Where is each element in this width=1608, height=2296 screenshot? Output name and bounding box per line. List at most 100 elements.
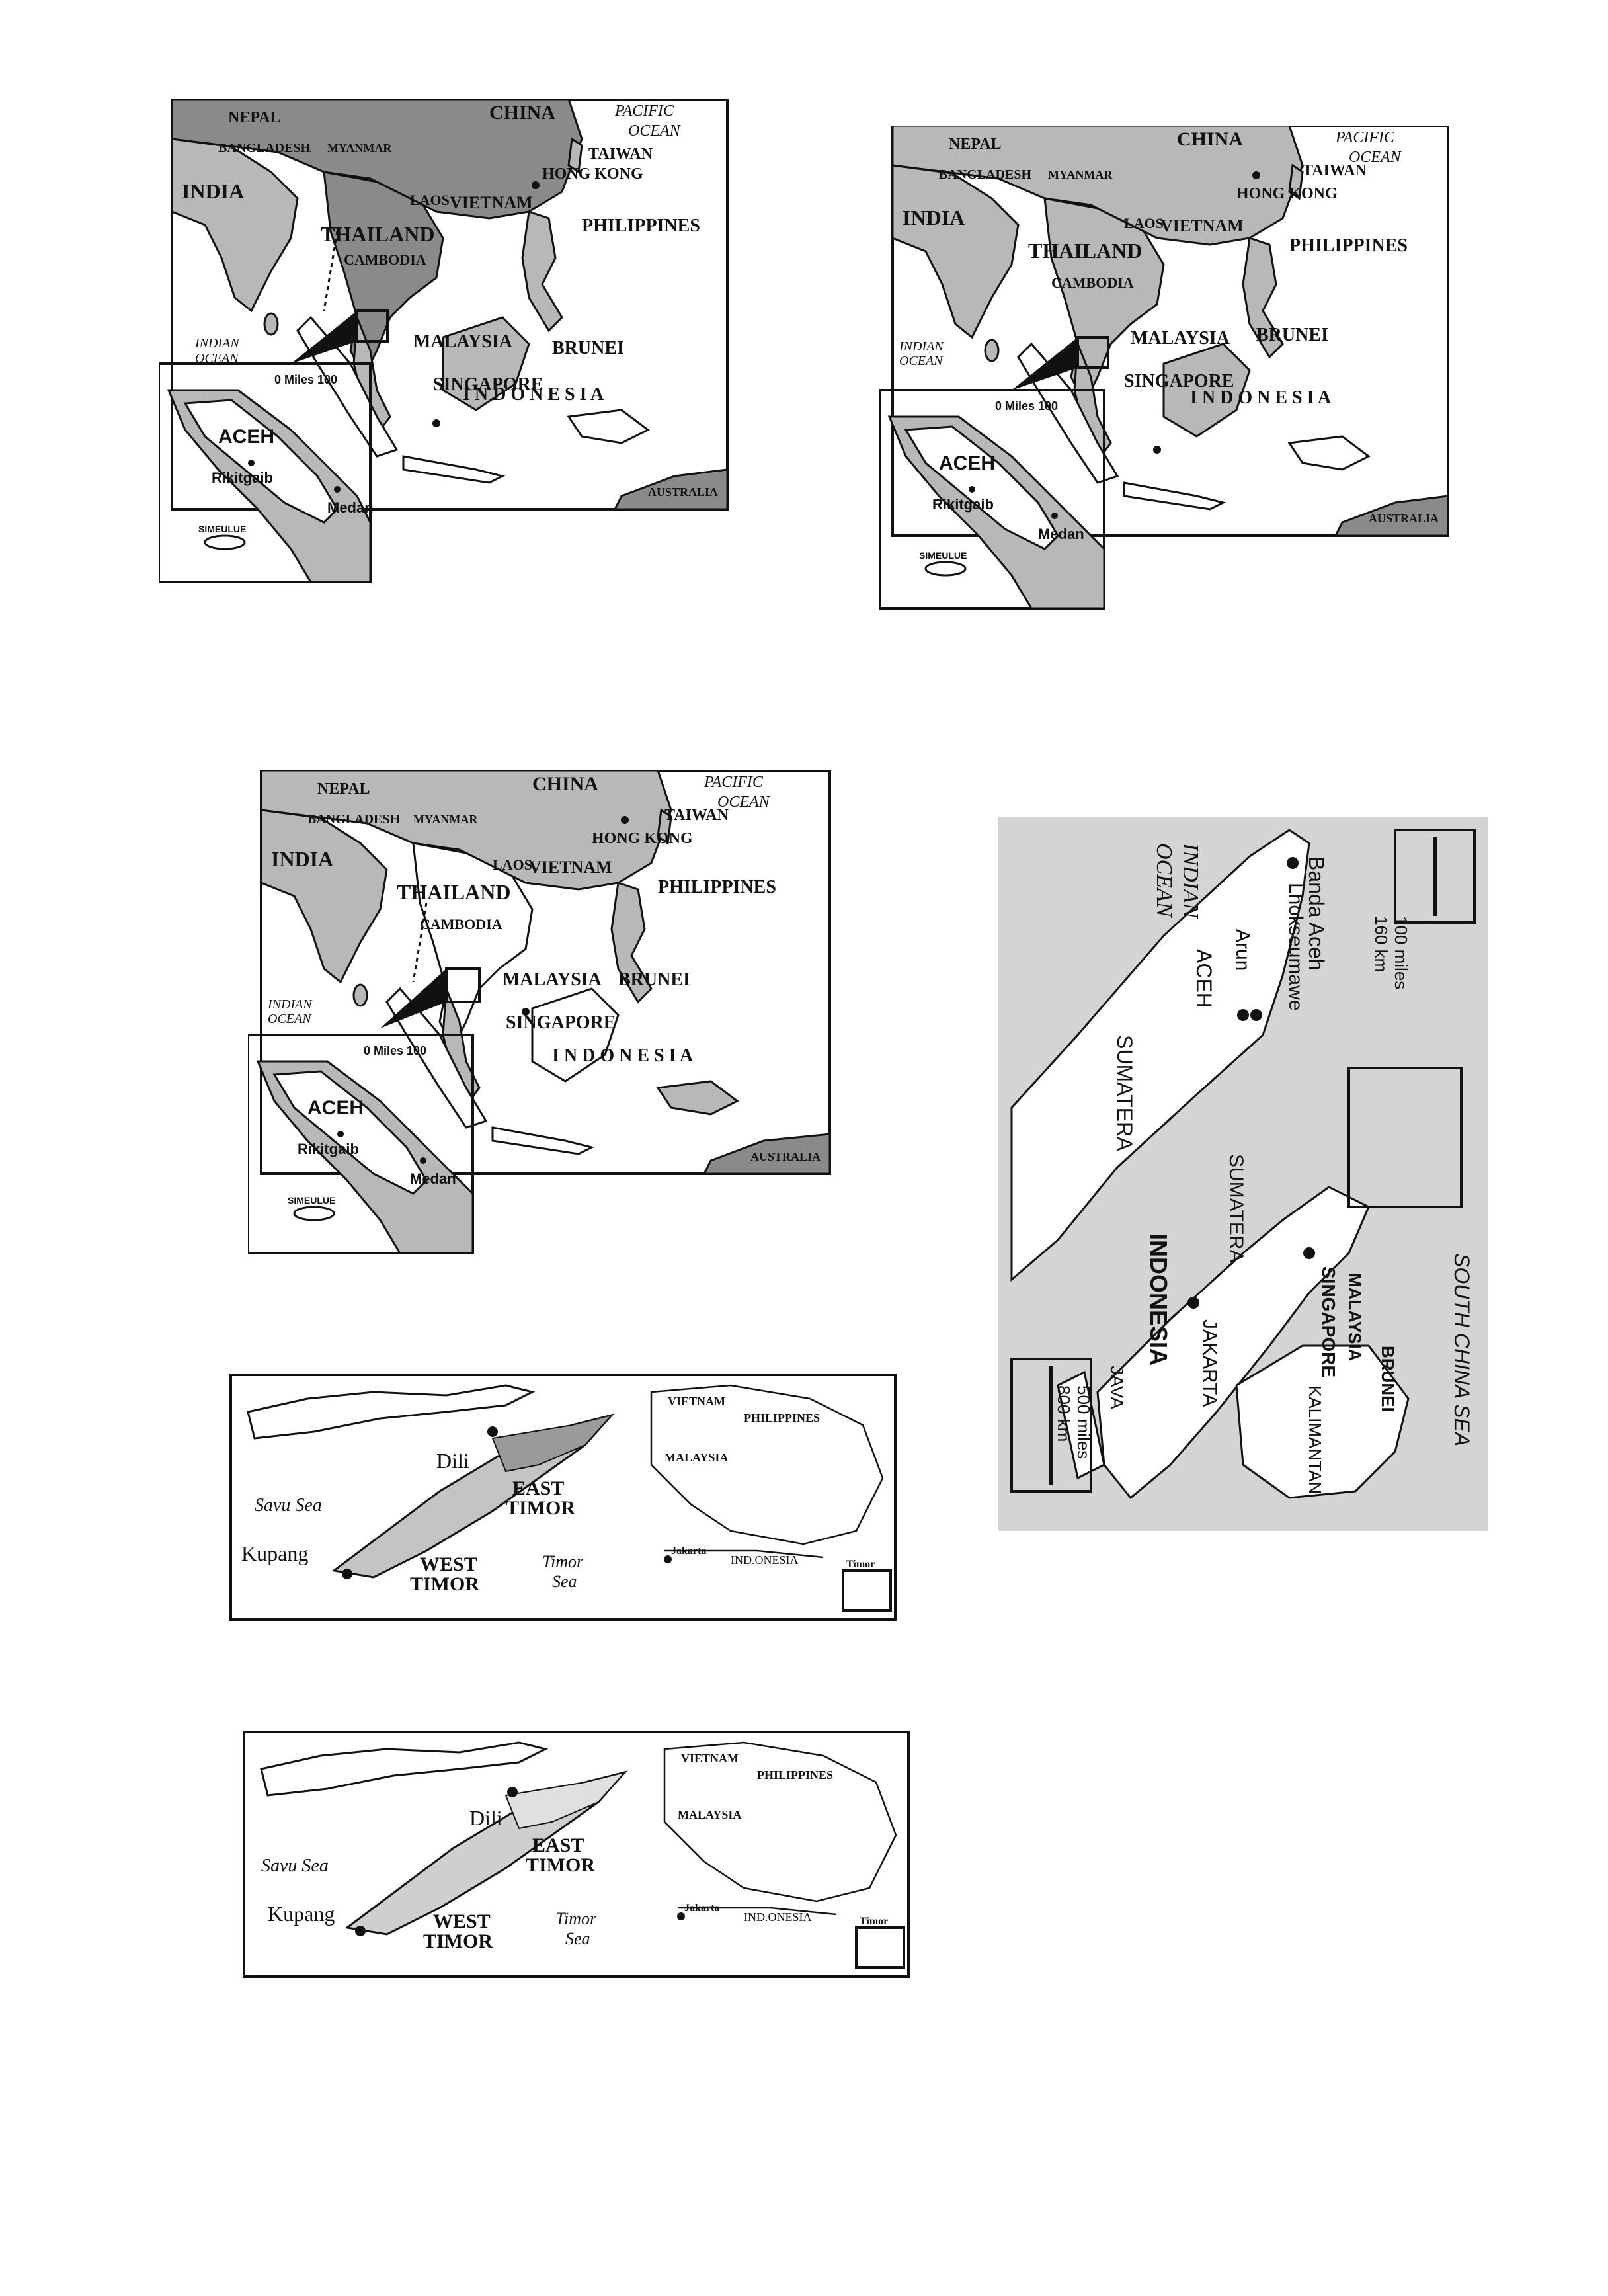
kupang-dot bbox=[342, 1569, 352, 1579]
label-dili: Dili bbox=[436, 1449, 469, 1473]
rikitgaib-dot bbox=[969, 486, 975, 493]
sri-lanka-land bbox=[263, 312, 279, 336]
label-malaysia: MALAYSIA bbox=[1131, 328, 1230, 348]
singapore-dot bbox=[1153, 446, 1161, 454]
inset-label-medan: Medan bbox=[410, 1170, 456, 1187]
inset-frame bbox=[159, 362, 372, 583]
label-jakarta: JAKARTA bbox=[1199, 1319, 1221, 1407]
inset-aceh-land bbox=[272, 1070, 428, 1195]
label-scale-bottom-miles: 500 miles bbox=[1074, 1385, 1094, 1459]
label-malaysia: MALAYSIA bbox=[502, 969, 602, 990]
label-bangladesh: BANGLADESH bbox=[307, 812, 400, 827]
label-pacific: PACIFIC bbox=[1335, 129, 1395, 146]
philippines-land bbox=[1242, 237, 1284, 359]
label-jakarta: Jakarta bbox=[671, 1545, 706, 1557]
label-pacific-ocean: OCEAN bbox=[717, 794, 771, 811]
inset-frame bbox=[879, 389, 1106, 610]
east-timor-area bbox=[504, 1771, 627, 1830]
jakarta-dot bbox=[1187, 1297, 1199, 1309]
label-timor-sea: Timor bbox=[542, 1552, 584, 1571]
label-thailand: THAILAND bbox=[397, 880, 510, 904]
label-indian-ocean: OCEAN bbox=[195, 351, 239, 366]
label-philippines: PHILIPPINES bbox=[757, 1768, 833, 1782]
borneo-land bbox=[1162, 343, 1251, 438]
sri-lanka-land bbox=[984, 339, 1000, 362]
kupang-dot bbox=[355, 1926, 366, 1936]
label-singapore: SINGAPORE bbox=[1318, 1266, 1339, 1377]
borneo-land bbox=[442, 316, 530, 411]
label-indian-ocean: OCEAN bbox=[899, 354, 944, 368]
arun-dot bbox=[1237, 1009, 1249, 1021]
label-west: WEST bbox=[433, 1910, 491, 1932]
label-sumatera-inset: SUMATERA bbox=[1225, 1154, 1247, 1262]
australia-land bbox=[702, 1133, 831, 1175]
border-dashed-line bbox=[323, 231, 339, 311]
label-arun: Arun bbox=[1232, 929, 1254, 971]
lower-sumatera-land bbox=[1096, 1186, 1370, 1500]
inset-simeulue-island bbox=[204, 534, 246, 550]
label-brunei: BRUNEI bbox=[552, 338, 624, 358]
label-indian: INDIAN bbox=[899, 339, 944, 354]
label-kalimantan: KALIMANTAN bbox=[1305, 1385, 1325, 1494]
label-australia: AUSTRALIA bbox=[648, 485, 718, 499]
inset-label-medan: Medan bbox=[327, 499, 374, 516]
label-laos: LAOS bbox=[410, 192, 450, 208]
label-vietnam: VIETNAM bbox=[1160, 216, 1244, 235]
label-hong-kong: HONG KONG bbox=[542, 165, 643, 183]
label-china: CHINA bbox=[489, 102, 555, 124]
label-singapore: SINGAPORE bbox=[1124, 371, 1234, 391]
taiwan-land bbox=[1288, 163, 1304, 200]
inset-label-medan: Medan bbox=[1038, 526, 1084, 542]
islands-north bbox=[247, 1384, 536, 1440]
label-jakarta: Jakarta bbox=[684, 1903, 719, 1914]
label-indian: INDIAN bbox=[267, 997, 313, 1012]
label-pacific: PACIFIC bbox=[704, 774, 764, 791]
label-brunei: BRUNEI bbox=[1256, 325, 1328, 345]
label-australia: AUSTRALIA bbox=[750, 1150, 821, 1163]
aceh-map-svg: 100 miles 160 km 500 miles 800 km INDIAN… bbox=[998, 817, 1488, 1531]
label-cambodia: CAMBODIA bbox=[420, 916, 502, 932]
label-india: INDIA bbox=[903, 206, 965, 229]
label-indian-ocean: OCEAN bbox=[268, 1012, 312, 1026]
label-indonesia: INDONESIA bbox=[1145, 1233, 1172, 1366]
philippines-land bbox=[521, 210, 563, 333]
se-asia-map-2: NEPAL CHINA BANGLADESH MYANMAR INDIA LAO… bbox=[879, 126, 1461, 615]
taiwan-land bbox=[567, 137, 583, 174]
label-vietnam: VIETNAM bbox=[529, 858, 612, 877]
papua-land bbox=[567, 409, 650, 444]
label-china: CHINA bbox=[532, 773, 598, 795]
label-dili: Dili bbox=[469, 1806, 502, 1830]
label-hong-kong: HONG KONG bbox=[592, 830, 693, 847]
label-indian: INDIAN bbox=[1178, 842, 1203, 920]
islands-north bbox=[260, 1741, 549, 1797]
map-frame bbox=[243, 1731, 910, 1978]
medan-dot bbox=[334, 486, 341, 493]
label-indonesia: IND.ONESIA bbox=[731, 1553, 799, 1567]
inset-simeulue-island bbox=[293, 1206, 335, 1221]
label-taiwan: TAIWAN bbox=[664, 807, 729, 824]
label-taiwan: TAIWAN bbox=[588, 145, 653, 163]
label-malaysia: MALAYSIA bbox=[1345, 1273, 1365, 1362]
inset-pointer bbox=[291, 311, 357, 364]
inset-label-simeulue: SIMEULUE bbox=[288, 1195, 335, 1206]
label-malaysia: MALAYSIA bbox=[664, 1451, 728, 1464]
label-banda-aceh: Banda Aceh bbox=[1305, 856, 1328, 971]
borneo-land bbox=[531, 987, 620, 1083]
malay-peninsula bbox=[1073, 343, 1112, 458]
label-east: EAST bbox=[512, 1477, 564, 1499]
aceh-inset: 0 Miles 100 ACEH Rikitgaib Medan SIMEULU… bbox=[248, 1034, 474, 1254]
label-timor-inset: Timor bbox=[860, 1916, 888, 1927]
label-west-timor: TIMOR bbox=[423, 1930, 493, 1952]
indonesia-outline bbox=[663, 1741, 897, 1903]
label-timor-inset: Timor bbox=[846, 1559, 875, 1570]
label-bangladesh: BANGLADESH bbox=[939, 167, 1031, 182]
papua-land bbox=[656, 1080, 739, 1116]
australia-land bbox=[1334, 495, 1449, 537]
se-asia-map-svg: NEPAL CHINA BANGLADESH MYANMAR INDIA LAO… bbox=[159, 99, 729, 583]
label-south-china-sea: SOUTH CHINA SEA bbox=[1450, 1253, 1474, 1446]
label-singapore: SINGAPORE bbox=[433, 374, 543, 395]
label-australia: AUSTRALIA bbox=[1369, 512, 1439, 525]
timor-map-svg: VIETNAM PHILIPPINES MALAYSIA Dili EAST T… bbox=[243, 1731, 910, 1978]
hong-kong-dot bbox=[621, 816, 629, 824]
kalimantan-land bbox=[1235, 1344, 1410, 1499]
